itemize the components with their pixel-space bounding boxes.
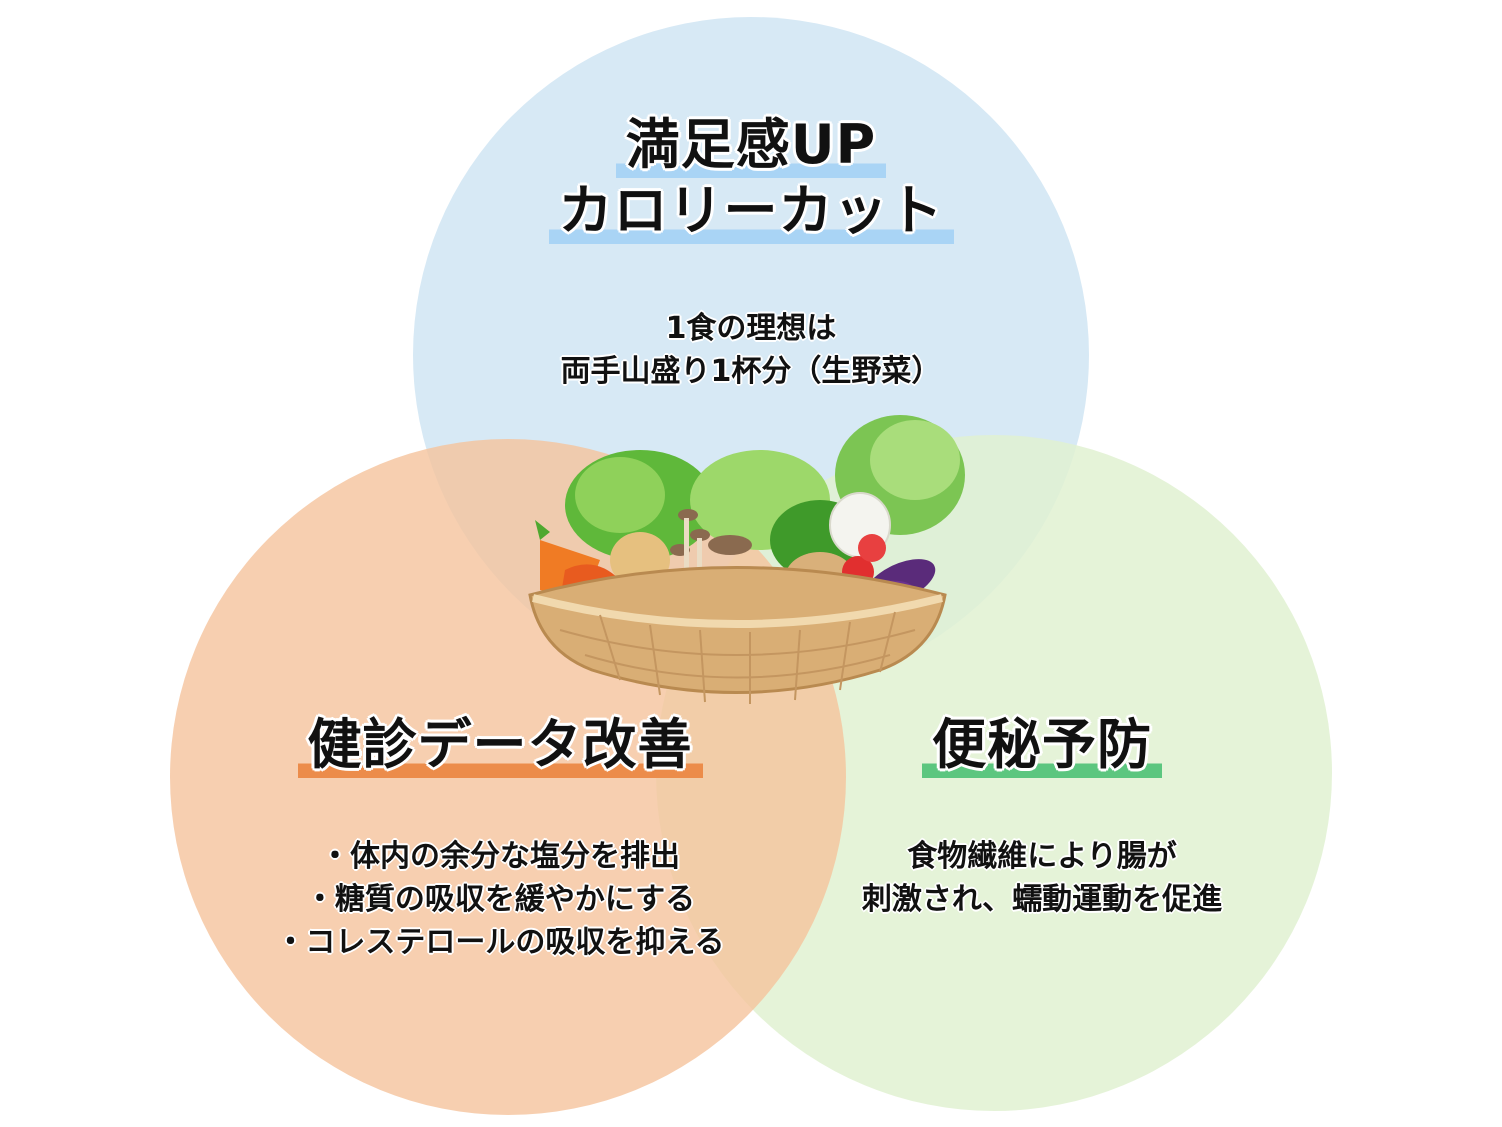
- top-circle-body: 1食の理想は 両手山盛り1杯分（生野菜）: [451, 307, 1051, 393]
- left-title-line-1: 健診データ改善: [297, 712, 703, 778]
- left-circle-title: 健診データ改善: [200, 712, 800, 778]
- top-circle-title: 満足感UP カロリーカット: [451, 112, 1051, 244]
- left-body-line-3: ・コレステロールの吸収を抑える: [275, 925, 725, 960]
- right-body-line-2: 刺激され、蠕動運動を促進: [861, 882, 1223, 917]
- left-body-line-2: ・糖質の吸収を緩やかにする: [304, 882, 696, 917]
- top-title-line-1: 満足感UP: [615, 112, 887, 178]
- left-body-line-1: ・体内の余分な塩分を排出: [320, 839, 680, 874]
- right-circle-body: 食物繊維により腸が 刺激され、蠕動運動を促進: [742, 835, 1342, 921]
- top-body-line-1: 1食の理想は: [665, 311, 837, 346]
- right-circle-title: 便秘予防: [742, 712, 1342, 778]
- top-body-line-2: 両手山盛り1杯分（生野菜）: [560, 354, 942, 389]
- top-title-line-2: カロリーカット: [548, 178, 954, 244]
- left-circle-body: ・体内の余分な塩分を排出 ・糖質の吸収を緩やかにする ・コレステロールの吸収を抑…: [200, 835, 800, 964]
- right-body-line-1: 食物繊維により腸が: [907, 839, 1177, 874]
- right-title-line-1: 便秘予防: [922, 712, 1162, 778]
- vegetable-basket-icon: [528, 415, 965, 704]
